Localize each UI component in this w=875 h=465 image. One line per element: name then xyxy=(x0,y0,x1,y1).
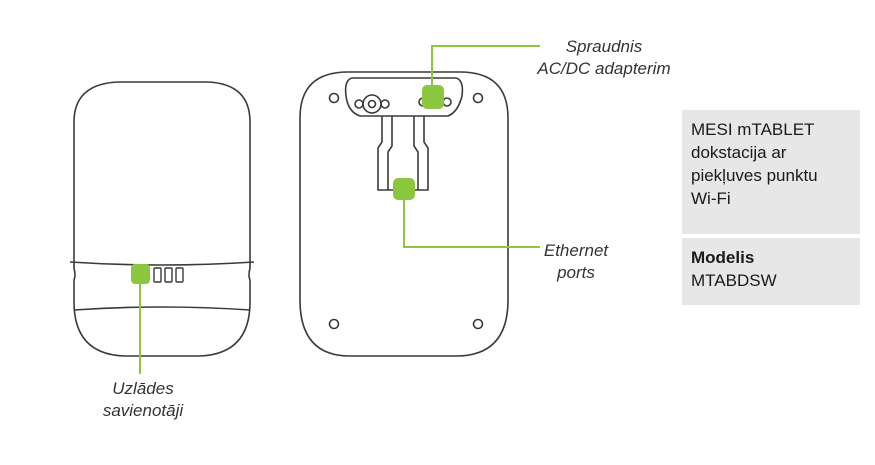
dock-front-lower-seam xyxy=(73,306,251,311)
charger-connector-highlight xyxy=(131,264,150,284)
dock-front-outline xyxy=(73,81,251,357)
dock-back-outline xyxy=(299,71,509,357)
product-line-3: piekļuves punktu xyxy=(691,166,818,185)
dock-front-view xyxy=(69,81,255,357)
callout-adapter-line-1: Spraudnis xyxy=(565,37,643,56)
model-info-box: Modelis MTABDSW xyxy=(682,238,860,305)
dock-front-upper-seam xyxy=(69,261,255,266)
product-line-2: dokstacija ar xyxy=(691,143,787,162)
product-line-1: MESI mTABLET xyxy=(691,120,815,139)
mounting-hole-left-top xyxy=(354,94,390,114)
product-line-4: Wi-Fi xyxy=(691,189,731,208)
screw-hole-bottom-right xyxy=(472,318,484,330)
charging-contacts xyxy=(153,267,184,283)
callout-adapter: Spraudnis AC/DC adapterim xyxy=(524,36,684,80)
callout-ethernet-line-1: Ethernet xyxy=(543,241,609,260)
callout-charger: Uzlādes savienotāji xyxy=(78,378,208,422)
callout-charger-line-1: Uzlādes xyxy=(112,379,174,398)
callout-ethernet-line-2: ports xyxy=(557,263,595,282)
callout-ethernet: Ethernet ports xyxy=(524,240,628,284)
callout-charger-line-2: savienotāji xyxy=(102,401,184,420)
dock-back-top-recess xyxy=(344,77,464,117)
callout-adapter-line-2: AC/DC adapterim xyxy=(537,59,671,78)
adapter-socket-highlight xyxy=(422,85,444,109)
ethernet-port-highlight xyxy=(393,178,415,200)
cable-channel-inner xyxy=(387,116,419,190)
adapter-leader-line xyxy=(431,45,540,87)
product-info-box: MESI mTABLET dokstacija ar piekļuves pun… xyxy=(682,110,860,234)
screw-hole-bottom-left xyxy=(328,318,340,330)
screw-hole-top-right xyxy=(472,92,484,104)
model-heading: Modelis xyxy=(691,248,755,267)
screw-hole-top-left xyxy=(328,92,340,104)
ethernet-leader-line xyxy=(403,200,540,248)
model-value: MTABDSW xyxy=(691,271,777,290)
